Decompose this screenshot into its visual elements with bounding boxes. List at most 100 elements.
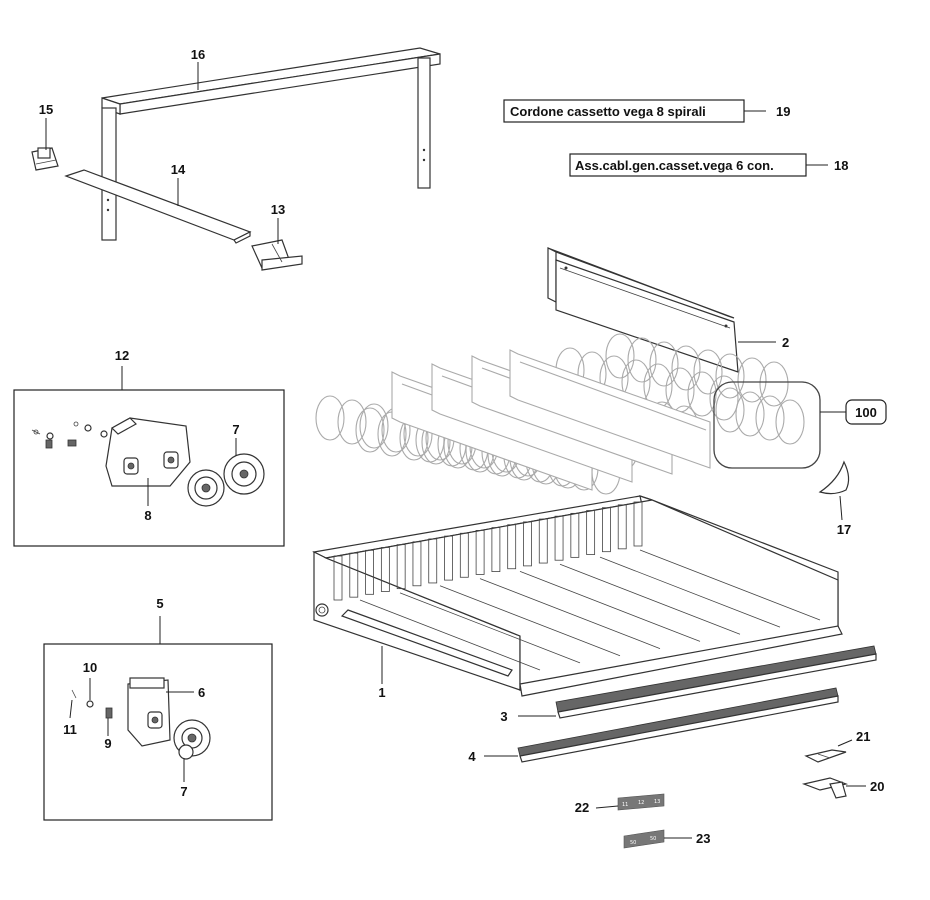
leader-lines [45, 62, 866, 839]
callout-23: 23 [696, 831, 710, 846]
drawer-tray-part-1 [312, 495, 843, 697]
callout-9: 9 [104, 736, 111, 751]
tray-rib [602, 507, 611, 553]
guide-part-17 [818, 460, 850, 495]
tray-rib [349, 552, 359, 598]
spiral-coil [671, 345, 701, 391]
spiral-coil [735, 391, 765, 437]
label-19-text: Cordone cassetto vega 8 spirali [510, 104, 706, 119]
badge-100: 100 [820, 399, 887, 425]
label-cable-18: Ass.cabl.gen.casset.vega 6 con. [569, 153, 828, 177]
tray-rib [617, 504, 627, 550]
callout-5: 5 [156, 596, 163, 611]
spiral-coil [715, 353, 745, 399]
rail-part-3 [555, 645, 877, 719]
callout-15: 15 [39, 102, 53, 117]
callout-18: 18 [834, 158, 848, 173]
tray-rib [333, 555, 343, 601]
callout-100: 100 [855, 405, 877, 420]
tray-floor-line [399, 592, 581, 664]
spiral-coil [337, 399, 367, 445]
rail-part-14 [64, 169, 252, 244]
tray-floor-line [559, 563, 741, 635]
clip-part-13 [251, 239, 303, 271]
callout-1: 1 [378, 685, 385, 700]
tag-strip-part-23: 50 50 [623, 829, 665, 849]
tray-floor-line [439, 585, 621, 657]
tray-floor-line [519, 571, 701, 642]
tag-23-b: 50 [650, 836, 656, 842]
spiral-coil [737, 357, 767, 403]
spiral-coil [649, 341, 679, 387]
spiral-coil [775, 399, 805, 445]
tray-rib [570, 512, 580, 558]
tray-rib [523, 521, 532, 567]
callout-12: 12 [115, 348, 129, 363]
callout-20: 20 [870, 779, 884, 794]
tray-rib [365, 549, 374, 595]
spiral-coil [627, 337, 657, 383]
tag-22-b: 12 [638, 800, 644, 806]
label-18-text: Ass.cabl.gen.casset.vega 6 con. [575, 158, 774, 173]
callout-17: 17 [837, 522, 851, 537]
callout-10: 10 [83, 660, 97, 675]
callout-7b: 7 [180, 784, 187, 799]
tray-rib [459, 532, 469, 578]
tray-rib [412, 541, 422, 587]
spiral-coil [715, 387, 745, 433]
tray-floor-line [599, 556, 781, 628]
rail-part-4 [517, 687, 839, 763]
motor-assembly-box-12 [13, 366, 285, 547]
tray-rib [507, 524, 517, 570]
motor-assembly-box-5 [43, 616, 273, 821]
tag-strip-part-22: 11 12 13 [617, 793, 665, 811]
callout-13: 13 [271, 202, 285, 217]
tray-rib [380, 547, 390, 592]
callout-numbers: 16 15 14 13 19 18 2 17 12 7 8 5 10 6 11 … [39, 47, 885, 846]
callout-11: 11 [63, 722, 77, 737]
callout-19: 19 [776, 104, 790, 119]
callout-4: 4 [468, 749, 476, 764]
tray-rib [538, 518, 548, 564]
callout-22: 22 [575, 800, 589, 815]
callout-8: 8 [144, 508, 151, 523]
tag-22-a: 11 [622, 802, 628, 808]
tray-rib [475, 530, 485, 575]
callout-14: 14 [171, 162, 186, 177]
spiral-coil [759, 361, 789, 407]
clip-part-20 [801, 777, 849, 799]
callout-21: 21 [856, 729, 870, 744]
spiral-highlight-100 [713, 381, 821, 469]
clip-part-21 [804, 749, 847, 763]
label-cable-19: Cordone cassetto vega 8 spirali [503, 99, 766, 123]
divider-panel [509, 349, 711, 469]
spiral-coil [755, 395, 785, 441]
tag-23-a: 50 [630, 840, 636, 846]
tray-rib [554, 515, 564, 561]
callout-3: 3 [500, 709, 507, 724]
callout-7a: 7 [232, 422, 239, 437]
tray-rib [633, 501, 643, 547]
callout-6: 6 [198, 685, 205, 700]
frame-part-16 [101, 47, 441, 241]
tray-floor-line [479, 578, 661, 649]
tray-rib [444, 535, 453, 581]
spiral-coil [359, 403, 389, 449]
spiral-coil [355, 407, 385, 453]
divider-edge [519, 361, 707, 431]
tray-rib [491, 527, 501, 572]
back-panel-part-2 [547, 247, 739, 373]
spiral-coil [315, 395, 345, 441]
spiral-coil [709, 375, 739, 421]
tray-rib [586, 510, 596, 555]
divider-panels [391, 349, 711, 491]
spiral-coil [687, 371, 717, 417]
tray-floor-line [639, 549, 821, 621]
callout-2: 2 [782, 335, 789, 350]
tray-floor-line [359, 599, 541, 671]
tag-22-c: 13 [654, 799, 660, 805]
callout-16: 16 [191, 47, 205, 62]
tray-rib [396, 544, 406, 590]
bracket-part-15 [31, 147, 59, 171]
